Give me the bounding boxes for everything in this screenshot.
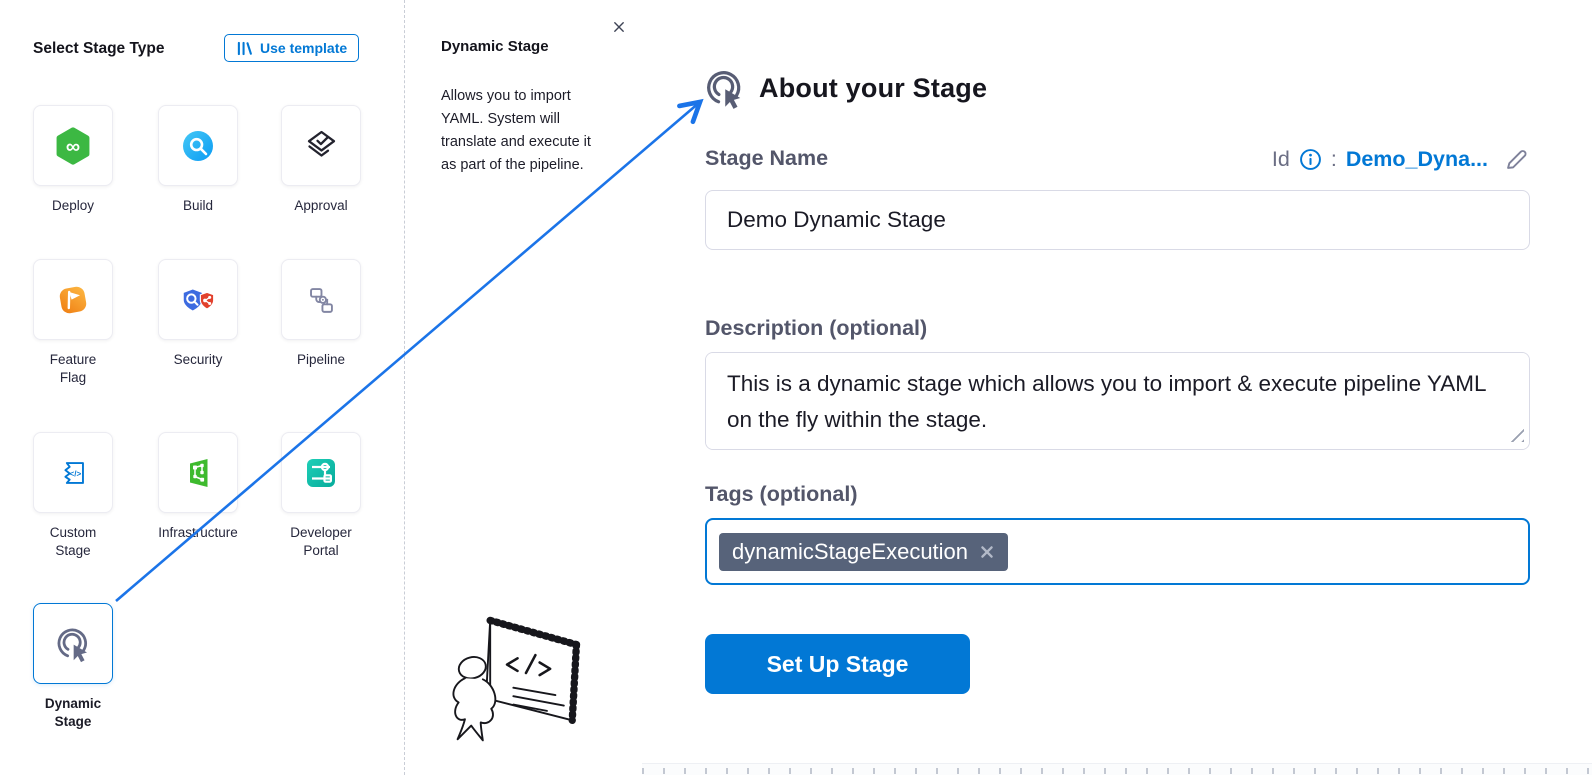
tag-chip-text: dynamicStageExecution (732, 538, 969, 564)
tags-input[interactable]: dynamicStageExecution (705, 518, 1530, 585)
stage-card-label: Developer Portal (290, 525, 352, 558)
dynamic-stage-icon (57, 628, 87, 662)
pipeline-icon (310, 287, 333, 313)
stage-card-security[interactable] (158, 259, 238, 340)
info-panel-title: Dynamic Stage (441, 38, 549, 55)
stage-name-input[interactable] (705, 190, 1530, 250)
stage-card-pipeline[interactable] (281, 259, 361, 340)
stage-card-label: Pipeline (296, 352, 346, 367)
use-template-button[interactable]: Use template (224, 34, 360, 62)
tags-label: Tags (optional) (705, 482, 858, 506)
stage-card-label: Feature Flag (49, 352, 97, 385)
about-stage-title: About your Stage (759, 73, 988, 103)
id-label: Id (1271, 147, 1290, 171)
developer-portal-icon (307, 458, 335, 487)
stage-card-label: Infrastructure (158, 525, 238, 540)
deploy-icon: ∞ (56, 126, 90, 165)
approval-icon (307, 130, 336, 157)
panel-divider (404, 0, 405, 775)
id-separator: : (1330, 147, 1337, 171)
close-icon[interactable] (606, 14, 632, 40)
stage-card-infrastructure[interactable] (158, 432, 238, 513)
stage-card-developer-portal[interactable] (281, 432, 361, 513)
build-icon (183, 130, 213, 161)
description-label: Description (optional) (705, 316, 928, 340)
svg-text:</>: </> (70, 469, 82, 478)
description-textarea[interactable] (705, 352, 1530, 450)
stage-card-dynamic[interactable] (33, 603, 113, 684)
stage-card-label: Deploy (51, 198, 95, 213)
template-library-icon (237, 41, 252, 55)
tag-chip: dynamicStageExecution (719, 532, 1009, 571)
stage-id-value[interactable]: Demo_Dyna... (1345, 147, 1488, 171)
whiteboard-illustration (452, 616, 581, 742)
pencil-icon (1507, 150, 1527, 169)
stage-id-row: Id : Demo_Dyna... (1272, 146, 1530, 173)
stage-card-custom[interactable]: </> (33, 432, 113, 513)
stage-card-approval[interactable] (281, 105, 361, 186)
infrastructure-icon (190, 458, 208, 487)
canvas-grid-ticks (642, 768, 1592, 774)
info-panel-description: Allows you to import YAML. System will t… (441, 88, 591, 173)
remove-tag-icon[interactable] (979, 544, 995, 560)
stage-card-build[interactable] (158, 105, 238, 186)
stage-card-deploy[interactable]: ∞ (33, 105, 113, 186)
svg-text:∞: ∞ (66, 135, 80, 157)
use-template-label: Use template (260, 40, 348, 56)
stage-card-label: Build (182, 198, 214, 213)
info-icon[interactable] (1299, 148, 1322, 171)
page-title: Select Stage Type (33, 40, 165, 57)
feature-flag-icon (59, 286, 87, 313)
security-icon (183, 289, 215, 310)
stage-card-label: Approval (294, 198, 348, 213)
custom-stage-icon: </> (64, 461, 84, 484)
stage-card-feature-flag[interactable] (33, 259, 113, 340)
stage-card-label: Custom Stage (49, 525, 97, 558)
stage-card-label: Security (173, 352, 223, 367)
dynamic-stage-icon (707, 71, 741, 109)
edit-id-button[interactable] (1503, 146, 1530, 173)
stage-card-label: Dynamic Stage (44, 696, 102, 729)
set-up-stage-button[interactable]: Set Up Stage (705, 634, 970, 694)
pipeline-canvas-strip (642, 763, 1592, 775)
stage-name-label: Stage Name (705, 146, 829, 170)
